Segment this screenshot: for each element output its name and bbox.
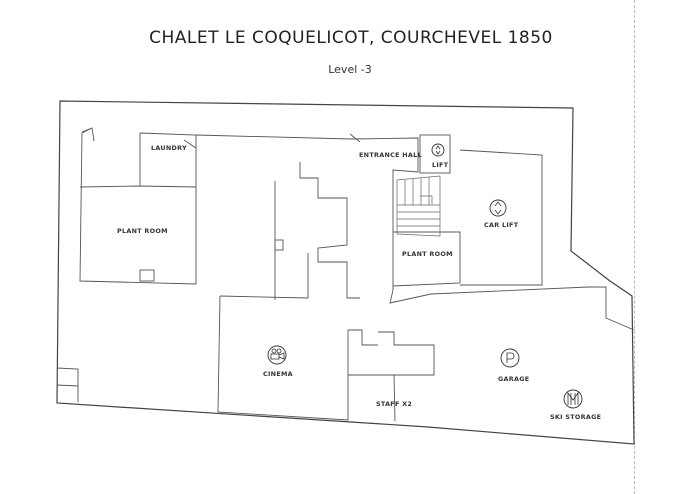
wall-plant-niche <box>139 269 155 282</box>
wall-left-block <box>79 127 197 285</box>
parking-icon <box>500 348 520 368</box>
wall-lift-shaft <box>419 134 451 174</box>
room-label-plant-room-center: PLANT ROOM <box>402 250 453 258</box>
wall-corridor-left <box>195 134 353 300</box>
page-edge-line <box>634 0 635 494</box>
car-lift-icon <box>489 199 507 217</box>
wall-car-lift <box>459 149 543 286</box>
outer-wall <box>56 100 635 445</box>
cinema-icon <box>267 345 287 365</box>
room-label-garage: GARAGE <box>498 375 529 383</box>
wall-staff <box>348 329 435 422</box>
staircase <box>396 175 441 237</box>
room-label-ski-storage: SKI STORAGE <box>550 413 601 421</box>
wall-corridor-rooms <box>299 162 360 299</box>
wall-plant-room-center <box>392 231 461 287</box>
ski-storage-icon <box>563 389 583 409</box>
room-label-entrance-hall: ENTRANCE HALL <box>359 151 422 159</box>
lift-icon <box>431 143 445 157</box>
level-label: Level -3 <box>328 63 372 76</box>
wall-laundry-door <box>183 139 197 149</box>
room-label-lift: LIFT <box>432 161 449 169</box>
page-title: CHALET LE COQUELICOT, COURCHEVEL 1850 <box>149 28 553 48</box>
wall-entrance-hall <box>349 133 432 304</box>
wall-corridor-box <box>274 239 284 251</box>
room-label-car-lift: CAR LIFT <box>484 221 519 229</box>
room-label-staff: STAFF X2 <box>376 400 412 408</box>
room-label-cinema: CINEMA <box>263 370 293 378</box>
room-label-laundry: LAUNDRY <box>151 144 187 152</box>
wall-left-window <box>56 367 79 402</box>
wall-garage <box>430 286 635 331</box>
room-label-plant-room-left: PLANT ROOM <box>117 227 168 235</box>
